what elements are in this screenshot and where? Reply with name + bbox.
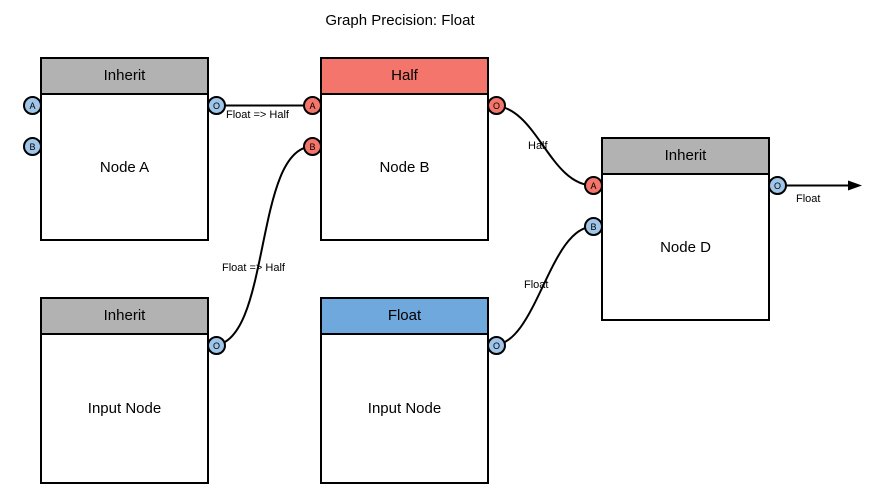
node-b-port-in-b: B — [303, 137, 322, 156]
node-d-header: Inherit — [603, 139, 768, 175]
node-d-port-in-b: B — [584, 217, 603, 236]
node-b-port-out: O — [487, 96, 506, 115]
edge-label-a-to-b: Float => Half — [226, 109, 289, 121]
node-a-port-out: O — [207, 96, 226, 115]
edge-label-input2-to-d: Float — [524, 279, 549, 291]
edge-label-input1-to-b: Float => Half — [222, 262, 285, 274]
input-node-1-header: Inherit — [42, 299, 207, 335]
input-node-1: Inherit Input Node O — [40, 297, 226, 484]
input-node-2: Float Input Node O — [320, 297, 506, 484]
input-node-2-label: Input Node — [367, 400, 442, 417]
input-node-2-header: Float — [322, 299, 487, 335]
node-a: Inherit Node A A B O — [23, 57, 226, 241]
node-a-port-in-b: B — [23, 137, 42, 156]
node-b: Half Node B A B O — [303, 57, 506, 241]
node-d-label: Node D — [660, 238, 711, 256]
node-b-label: Node B — [379, 158, 430, 176]
input-node-1-port-out: O — [207, 336, 226, 355]
edge-input-node-1-to-node-b — [212, 145, 313, 347]
node-d-port-out: O — [768, 176, 787, 195]
node-b-header: Half — [322, 59, 487, 95]
edge-label-b-to-d: Half — [528, 140, 548, 152]
node-d: Inherit Node D A B O — [584, 137, 787, 321]
edge-label-d-output: Float — [796, 193, 821, 205]
node-d-port-in-a: A — [584, 176, 603, 195]
node-a-label: Node A — [99, 158, 150, 176]
node-b-port-in-a: A — [303, 96, 322, 115]
diagram-title: Graph Precision: Float — [325, 12, 475, 29]
node-a-port-in-a: A — [23, 96, 42, 115]
edge-input-node-2-to-node-d — [492, 225, 594, 347]
edge-node-b-to-node-d — [492, 104, 594, 187]
node-a-header: Inherit — [42, 59, 207, 95]
input-node-2-port-out: O — [487, 336, 506, 355]
input-node-1-label: Input Node — [87, 400, 162, 417]
